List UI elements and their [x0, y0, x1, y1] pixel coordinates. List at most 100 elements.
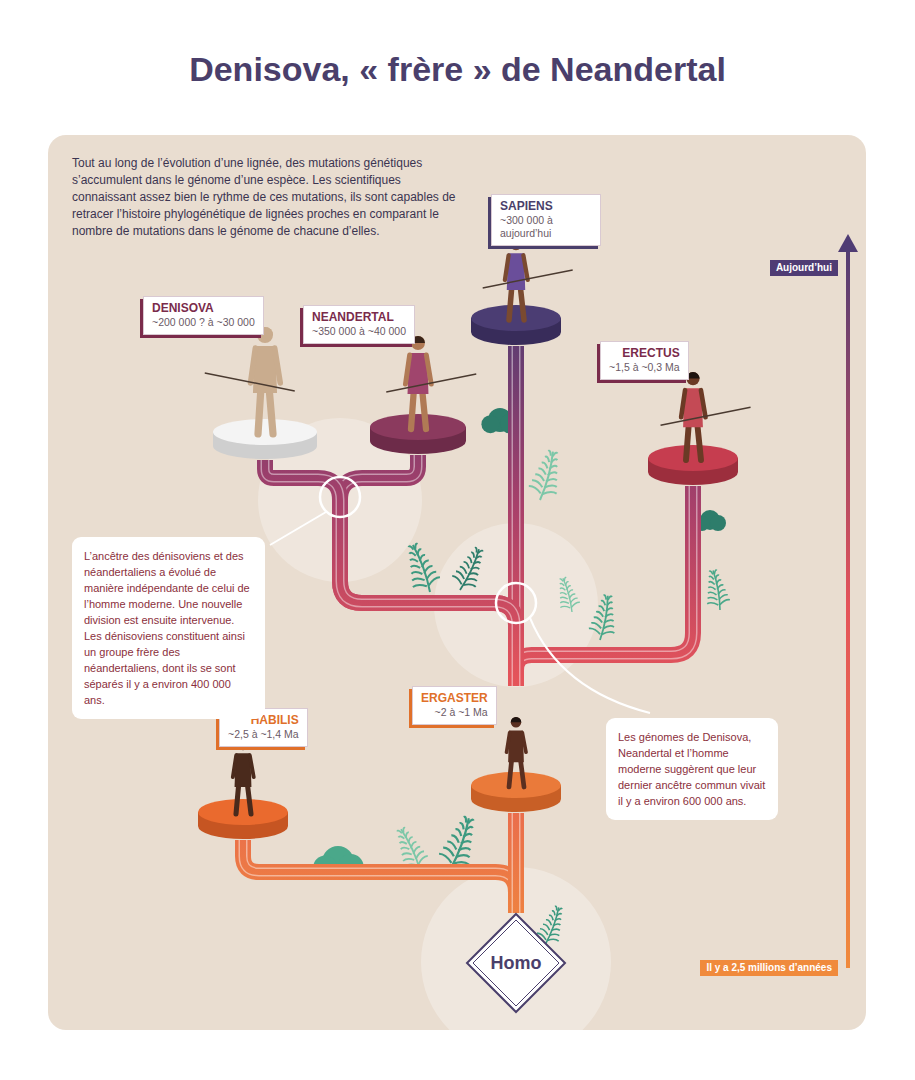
bush: [710, 515, 726, 531]
branch-stripe: [516, 486, 693, 686]
branch-stripe: [265, 460, 516, 686]
fern-leaf: [551, 458, 557, 464]
species-node: SAPIENS~300 000 à aujourd’hui: [469, 194, 601, 346]
fern-leaf: [598, 606, 605, 611]
fern-leaf: [714, 570, 718, 574]
branch-core: [340, 455, 516, 686]
figure-arms: [251, 348, 281, 383]
tree-branch: [265, 460, 516, 686]
fern-leaf: [565, 581, 569, 585]
figure-arms: [507, 733, 526, 753]
pedestal-top: [370, 414, 466, 440]
figure: [483, 238, 573, 320]
fern-leaf: [418, 554, 426, 561]
fern-leaf: [717, 585, 724, 590]
time-tag: Aujourd’hui: [770, 260, 838, 276]
fern-leaf: [442, 847, 456, 856]
fern-leaf: [456, 852, 470, 861]
fern-leaf: [412, 576, 425, 584]
pedestal-top: [471, 305, 561, 331]
fern-leaf: [531, 480, 544, 487]
species-name: DENISOVA: [152, 301, 255, 316]
fern-leaf: [411, 570, 422, 578]
fern-leaf: [605, 613, 613, 618]
date-range: ~2 à ~1 Ma: [421, 706, 488, 719]
fern-leaf: [715, 575, 720, 579]
species-name: NEANDERTAL: [312, 310, 406, 325]
fern-leaf: [549, 932, 559, 939]
fern-leaf: [471, 566, 480, 573]
species-node: ERGASTER~2 à ~1 Ma: [412, 686, 563, 813]
label-box: ERGASTER~2 à ~1 Ma: [412, 686, 497, 725]
fern-leaf: [466, 825, 473, 832]
fern-leaf: [567, 590, 574, 595]
fern: [526, 448, 567, 504]
label-box: ERECTUS~1,5 à ~0,3 Ma: [600, 341, 689, 380]
fern-leaf: [608, 596, 612, 601]
fern-leaf: [566, 586, 572, 590]
fern-leaf: [717, 590, 726, 595]
callout: L’ancêtre des dénisoviens et des néander…: [72, 537, 265, 719]
time-tag: Il y a 2,5 millions d’années: [700, 960, 838, 976]
fern-leaf: [560, 605, 570, 610]
fern-leaf: [417, 856, 430, 865]
branch-stripe: [340, 455, 516, 686]
branch-core: [265, 460, 516, 686]
fern-leaf: [416, 549, 423, 555]
date-range: ~1,5 à ~0,3 Ma: [609, 361, 680, 374]
fern-leaf: [708, 591, 717, 596]
fern-leaf: [542, 924, 551, 930]
branch-band: [340, 455, 516, 686]
fern-leaf: [548, 915, 554, 920]
fern-leaf: [556, 913, 561, 918]
fern-leaf: [537, 468, 546, 475]
fern-leaf: [716, 580, 722, 585]
fern-leaf: [462, 817, 468, 823]
branch-core: [516, 486, 693, 686]
figure-legs: [411, 388, 426, 429]
fern-leaf: [553, 922, 561, 928]
fern-leaf: [455, 571, 466, 579]
species-name: SAPIENS: [500, 199, 592, 214]
fern-leaf: [473, 547, 478, 552]
fern: [702, 569, 732, 612]
fern-leaf: [560, 583, 564, 587]
fern: [448, 544, 491, 596]
fern-leaf: [409, 841, 418, 848]
genus-diamond: Homo: [466, 913, 566, 1013]
pedestal-top: [213, 419, 317, 445]
time-tag-text: Aujourd’hui: [776, 262, 832, 274]
fern-leaf: [414, 851, 425, 859]
axis-arrowhead: [838, 234, 858, 252]
fern: [553, 576, 582, 615]
fern-leaf: [412, 846, 422, 854]
fern-leaf: [560, 587, 566, 591]
fern-leaf: [709, 581, 715, 586]
fern-leaf: [560, 600, 569, 605]
fern-leaf: [454, 829, 463, 836]
date-range: ~300 000 à aujourd’hui: [500, 214, 592, 240]
fern-leaf: [476, 555, 482, 561]
fern-leaf: [551, 911, 556, 916]
fern-leaf: [402, 827, 407, 832]
tree-branch: [516, 813, 517, 913]
species-node: NEANDERTAL~350 000 à ~40 000: [303, 305, 468, 455]
pedestal-top: [198, 799, 288, 825]
fern-leaf: [411, 564, 421, 571]
fern-leaf: [401, 846, 410, 853]
fern-leaf: [410, 558, 418, 565]
fern-leaf: [603, 595, 607, 600]
time-axis: [846, 250, 850, 968]
fern-leaf: [409, 551, 416, 557]
branch-band: [243, 840, 516, 913]
fern-leaf: [528, 486, 542, 494]
fern-leaf: [548, 937, 559, 944]
fern-leaf: [463, 832, 472, 839]
fern-leaf: [463, 581, 476, 590]
fern-leaf: [570, 598, 579, 603]
fern-leaf: [446, 841, 458, 849]
branch-band: [265, 460, 516, 686]
fern-leaf: [600, 600, 605, 605]
fern-leaf: [407, 837, 414, 843]
pedestal-top: [648, 445, 738, 471]
